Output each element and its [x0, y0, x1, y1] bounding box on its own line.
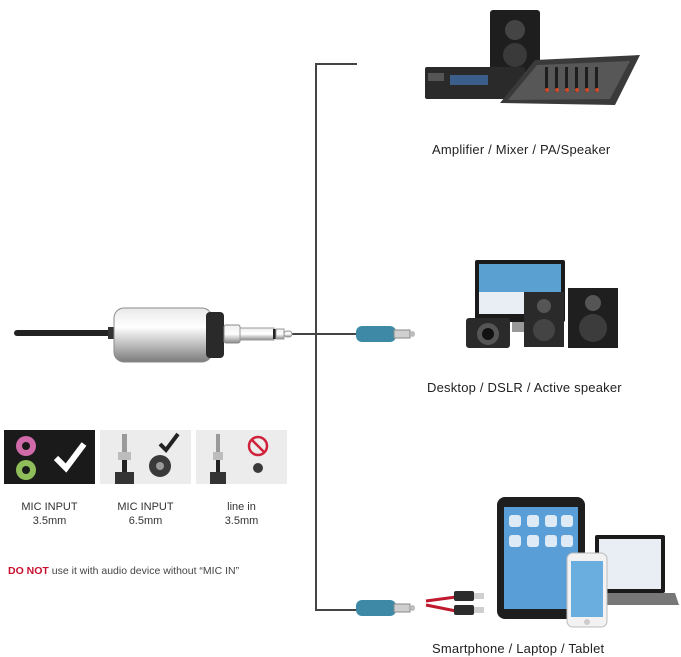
connector-trunk: [315, 63, 317, 611]
input-2-size: 6.5mm: [128, 515, 163, 527]
input-1-type: MIC INPUT: [21, 501, 78, 513]
input-label-1: MIC INPUT 3.5mm: [4, 500, 95, 528]
device-label-smartphone: Smartphone / Laptop / Tablet: [432, 641, 605, 656]
teal-plug-icon: [356, 326, 415, 342]
tablet-laptop-phone-icon: [497, 497, 679, 628]
mic-input-65-icon: [100, 430, 191, 484]
connector-cable-main: [288, 333, 316, 335]
line-in-prohibited-icon: [196, 430, 287, 484]
input-1-size: 3.5mm: [32, 515, 67, 527]
warning-text: DO NOT use it with audio device without …: [8, 565, 239, 577]
mixer-amplifier-speaker-icon: [425, 10, 640, 105]
wireless-receiver-icon: [14, 307, 293, 363]
desktop-camera-speaker-icon: [466, 260, 618, 348]
mic-input-35-icon: [4, 430, 95, 484]
input-3-type: line in: [227, 501, 256, 513]
device-label-desktop: Desktop / DSLR / Active speaker: [427, 380, 622, 395]
connector-branch-top: [315, 63, 357, 65]
input-3-size: 3.5mm: [224, 515, 259, 527]
warning-emphasis: DO NOT: [8, 565, 49, 577]
connector-branch-bottom: [315, 609, 360, 611]
warning-body: use it with audio device without “MIC IN…: [48, 565, 240, 577]
input-label-3: line in 3.5mm: [196, 500, 287, 528]
splitter-cable-icon: [356, 591, 484, 616]
device-label-amplifier: Amplifier / Mixer / PA/Speaker: [432, 142, 611, 157]
input-label-2: MIC INPUT 6.5mm: [100, 500, 191, 528]
connector-branch-middle: [315, 333, 360, 335]
input-2-type: MIC INPUT: [117, 501, 174, 513]
